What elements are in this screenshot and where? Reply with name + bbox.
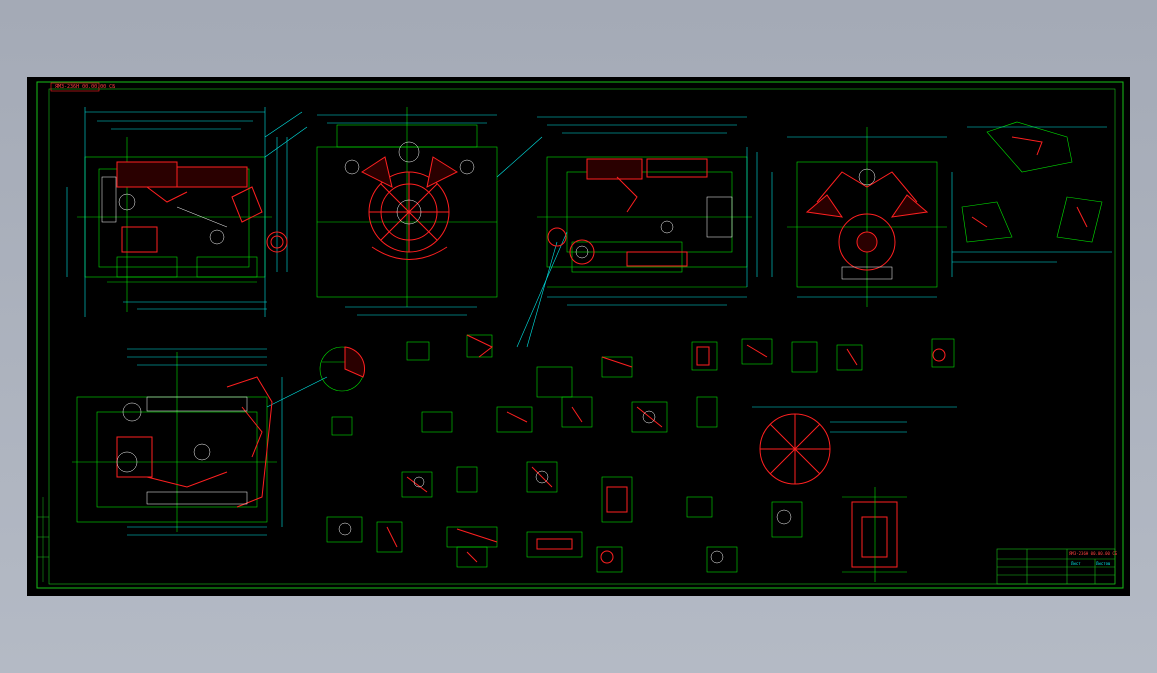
top-left-stamp-box	[50, 82, 100, 92]
engine-assembly-drawing	[36, 81, 1124, 589]
binding-margin	[37, 497, 49, 582]
engine-side-view-right	[516, 116, 758, 348]
title-block-designation: ЯМЗ-236Н 00.00.00 СБ	[1069, 551, 1118, 556]
engine-rear-view	[771, 127, 953, 307]
section-details	[319, 334, 957, 582]
title-block-sheet-label: Лист	[1071, 561, 1081, 566]
cad-drawing-viewport[interactable]: ЯМЗ-236Н 00.00.00 СБ ЯМЗ-236Н 00.00.00 С…	[27, 77, 1130, 596]
inner-frame	[48, 88, 1116, 585]
engine-side-view-left	[66, 107, 308, 317]
detail-views-top-right	[952, 121, 1112, 263]
title-block	[996, 548, 1116, 585]
stamp-topleft-label: ЯМЗ-236Н 00.00.00 СБ	[55, 84, 116, 90]
engine-top-view	[72, 348, 328, 536]
title-block-sheets-label: Листов	[1096, 561, 1111, 566]
outer-frame	[36, 81, 1124, 589]
engine-front-view	[316, 107, 543, 316]
